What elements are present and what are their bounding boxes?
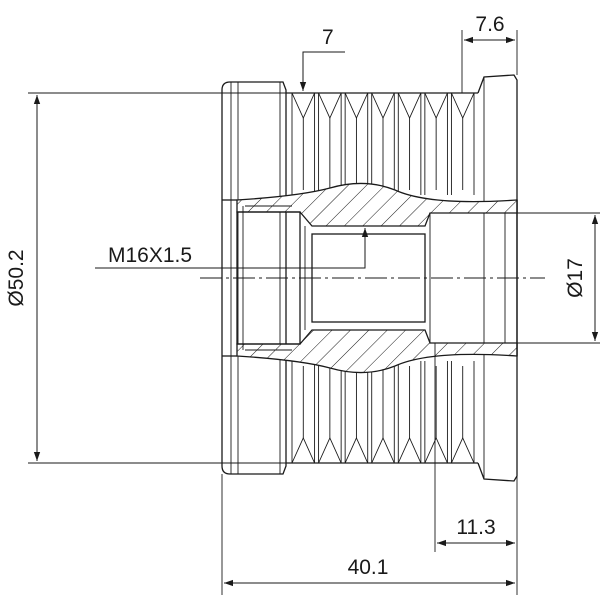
groove [344,92,369,120]
dimension-groove-pitch: 7 [299,26,345,91]
groove [344,436,369,464]
flange-width-label: 7.6 [475,13,504,36]
outer-diameter-label: Ø50.2 [5,249,28,306]
groove [397,92,422,120]
pulley-body [221,74,518,482]
dimension-thread: M16X1.5 [95,228,369,269]
groove-pitch-label: 7 [322,26,334,49]
groove [451,92,475,120]
bore-depth-label: 11.3 [456,516,495,539]
dimension-overall-length: 40.1 [221,474,515,595]
belt-grooves [291,92,475,464]
overall-length-label: 40.1 [348,556,389,579]
bore-diameter-label: Ø17 [564,258,587,298]
groove [318,436,342,464]
dimension-flange-width: 7.6 [461,13,518,93]
groove [318,92,342,120]
groove [424,436,448,464]
groove [291,92,315,120]
dimension-bore-depth: 11.3 [434,343,518,595]
groove [291,436,315,464]
dimension-outer-diameter: Ø50.2 [5,92,286,464]
groove [451,436,475,464]
dimension-bore-diameter: Ø17 [517,212,600,344]
groove [397,436,422,464]
groove [424,92,448,120]
groove [371,92,395,120]
section-view [222,182,518,374]
groove [371,436,395,464]
thread-label: M16X1.5 [108,244,192,267]
